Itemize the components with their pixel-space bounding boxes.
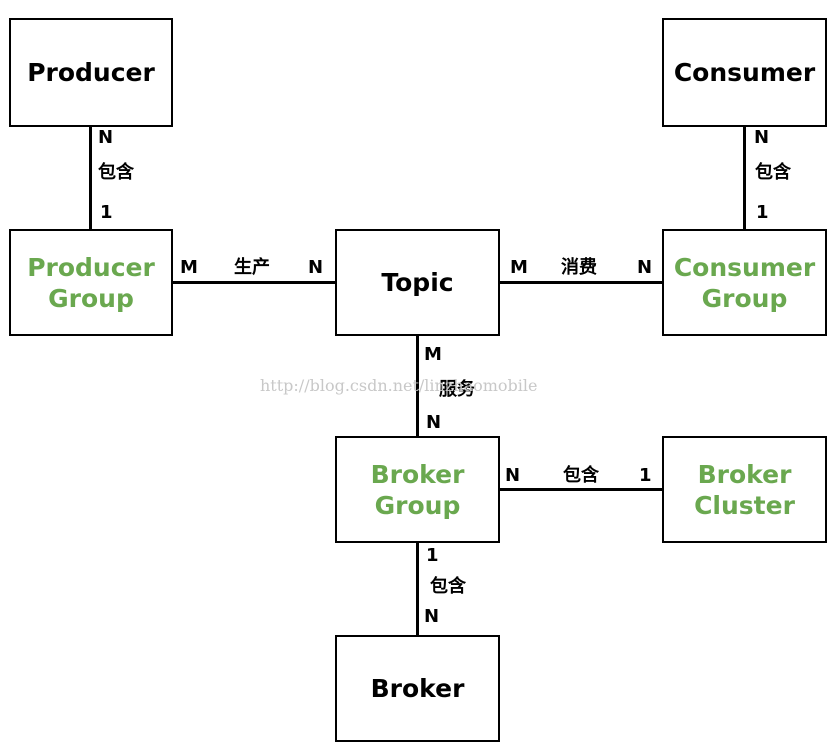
consumer-cg-bottom-cardinality: 1 xyxy=(756,202,769,223)
bg-bc-line xyxy=(499,488,663,491)
producer-label: Producer xyxy=(27,58,155,87)
topic-cg-line xyxy=(499,281,663,284)
bg-bc-right-cardinality: 1 xyxy=(639,465,652,486)
producer-pg-line xyxy=(89,126,92,230)
consumer-cg-line xyxy=(743,126,746,230)
pg-topic-relation-name: 生产 xyxy=(234,257,270,278)
pg-topic-right-cardinality: N xyxy=(308,257,324,278)
pg-topic-line xyxy=(172,281,336,284)
topic-cg-left-cardinality: M xyxy=(510,257,528,278)
consumer-box: Consumer xyxy=(662,18,827,127)
bg-bc-relation-name: 包含 xyxy=(563,465,599,486)
topic-cg-right-cardinality: N xyxy=(637,257,653,278)
producer-pg-bottom-cardinality: 1 xyxy=(100,202,113,223)
producer-pg-top-cardinality: N xyxy=(98,127,114,148)
pg-topic-left-cardinality: M xyxy=(180,257,198,278)
broker-group-box: Broker Group xyxy=(335,436,500,543)
producer-group-label: Producer Group xyxy=(27,252,155,313)
topic-cg-relation-name: 消费 xyxy=(561,257,597,278)
topic-box: Topic xyxy=(335,229,500,336)
producer-pg-relation-name: 包含 xyxy=(98,162,134,183)
bg-broker-line xyxy=(416,542,419,636)
producer-box: Producer xyxy=(9,18,173,127)
producer-group-box: Producer Group xyxy=(9,229,173,336)
topic-bg-bottom-cardinality: N xyxy=(426,412,442,433)
bg-bc-left-cardinality: N xyxy=(505,465,521,486)
topic-bg-line xyxy=(416,335,419,438)
consumer-label: Consumer xyxy=(673,58,816,87)
topic-bg-relation-name: 服务 xyxy=(439,379,475,400)
bg-broker-bottom-cardinality: N xyxy=(424,606,440,627)
bg-broker-top-cardinality: 1 xyxy=(426,545,439,566)
consumer-group-label: Consumer Group xyxy=(673,252,816,313)
consumer-cg-relation-name: 包含 xyxy=(755,162,791,183)
watermark-text: http://blog.csdn.net/linzhaomobile xyxy=(260,376,538,395)
broker-cluster-label: Broker Cluster xyxy=(694,459,795,520)
bg-broker-relation-name: 包含 xyxy=(430,576,466,597)
broker-box: Broker xyxy=(335,635,500,742)
consumer-cg-top-cardinality: N xyxy=(754,127,770,148)
consumer-group-box: Consumer Group xyxy=(662,229,827,336)
topic-bg-top-cardinality: M xyxy=(424,344,442,365)
broker-cluster-box: Broker Cluster xyxy=(662,436,827,543)
broker-label: Broker xyxy=(370,674,465,703)
topic-label: Topic xyxy=(381,268,454,297)
broker-group-label: Broker Group xyxy=(370,459,465,520)
